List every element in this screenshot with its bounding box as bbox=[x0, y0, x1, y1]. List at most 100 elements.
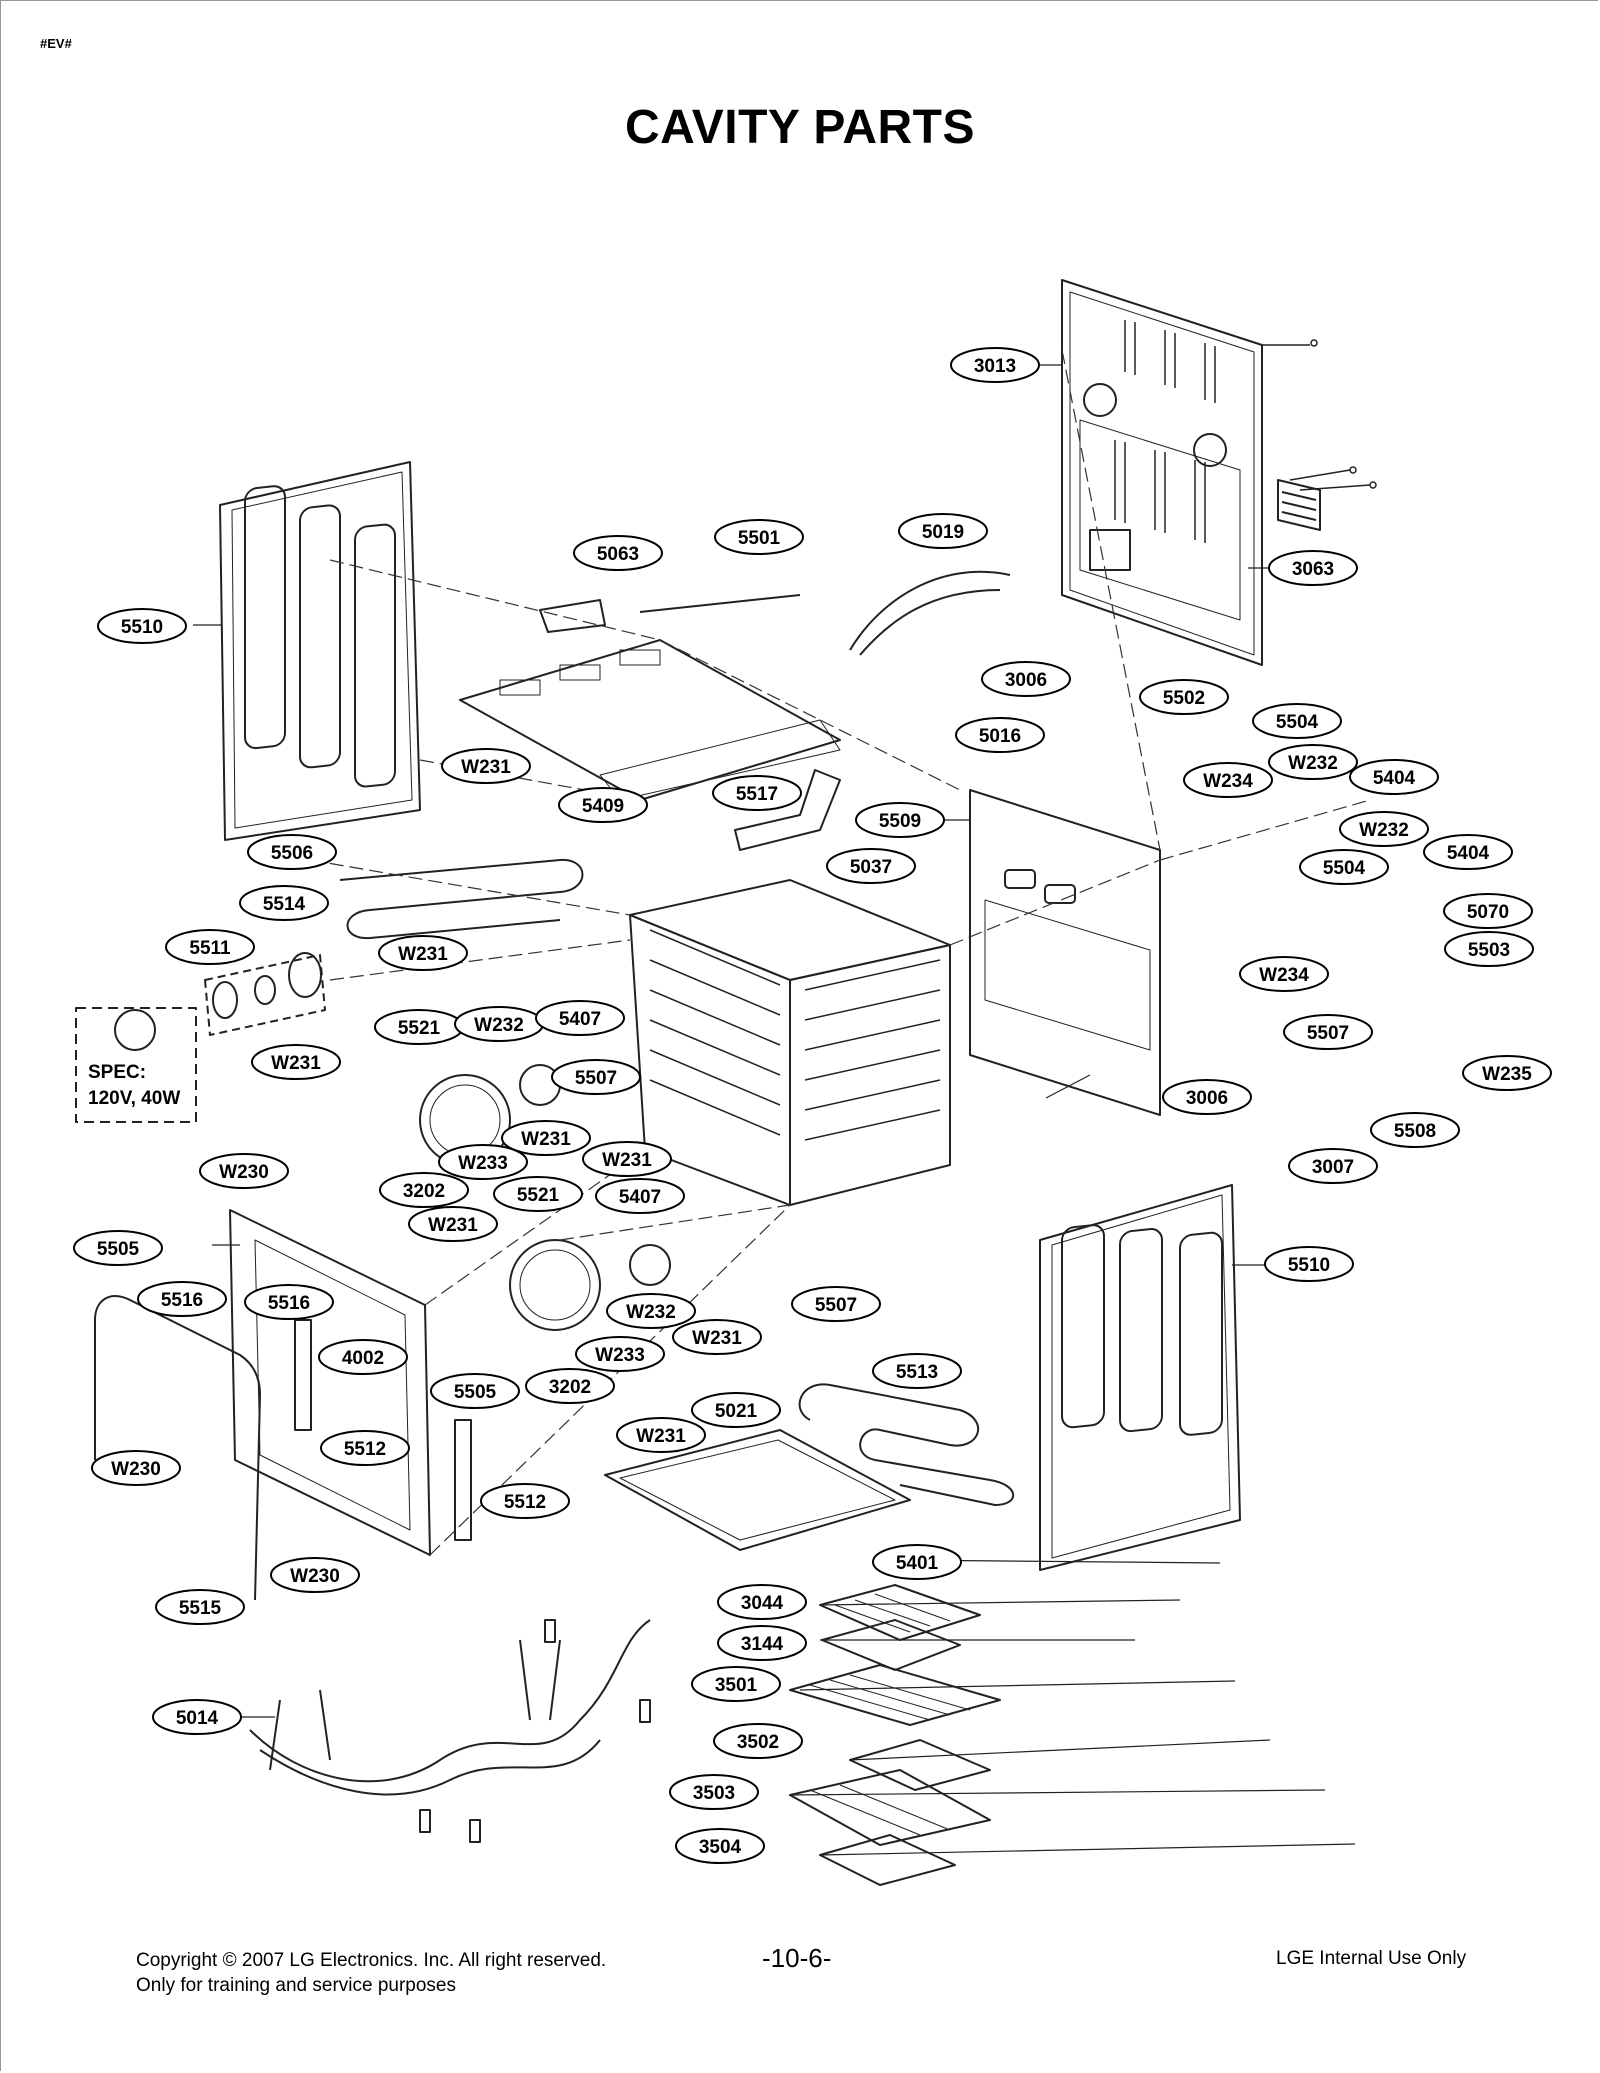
callout-bubble bbox=[616, 1417, 706, 1453]
callout-label: W234 bbox=[1259, 965, 1309, 986]
callout-bubble bbox=[606, 1293, 696, 1329]
callout-bubble bbox=[91, 1450, 181, 1486]
callout-label: 3044 bbox=[741, 1593, 784, 1614]
callout-w230: W230 bbox=[270, 1557, 360, 1593]
callout-5510: 5510 bbox=[97, 608, 187, 644]
callout-bubble bbox=[1162, 1079, 1252, 1115]
callout-bubble bbox=[137, 1281, 227, 1317]
spec-label: SPEC: 120V, 40W bbox=[88, 1060, 180, 1112]
callout-5037: 5037 bbox=[826, 848, 916, 884]
callout-bubble bbox=[1283, 1014, 1373, 1050]
document-tag: #EV# bbox=[40, 36, 72, 51]
callout-label: W230 bbox=[111, 1459, 161, 1480]
callout-label: 5502 bbox=[1163, 688, 1205, 709]
callout-label: 5516 bbox=[161, 1290, 203, 1311]
callout-5521: 5521 bbox=[374, 1009, 464, 1045]
callout-5502: 5502 bbox=[1139, 679, 1229, 715]
callout-w233: W233 bbox=[575, 1336, 665, 1372]
leader-lines bbox=[193, 364, 1356, 1856]
callout-bubble bbox=[1264, 1246, 1354, 1282]
callout-label: 3007 bbox=[1312, 1157, 1354, 1178]
callout-label: 5409 bbox=[582, 796, 624, 817]
callout-bubble bbox=[1239, 956, 1329, 992]
copyright-text: Copyright © 2007 LG Electronics. Inc. Al… bbox=[136, 1950, 607, 1971]
callout-label: W232 bbox=[1288, 753, 1338, 774]
callout-5505: 5505 bbox=[430, 1373, 520, 1409]
callout-label: 5070 bbox=[1467, 902, 1509, 923]
racks-drawing bbox=[789, 1664, 1001, 1886]
callout-w231: W231 bbox=[408, 1206, 498, 1242]
callout-w232: W232 bbox=[454, 1006, 544, 1042]
callout-bubble bbox=[1339, 811, 1429, 847]
callout-label: 5521 bbox=[398, 1018, 441, 1039]
callout-5512: 5512 bbox=[320, 1430, 410, 1466]
callout-label: 3503 bbox=[693, 1783, 735, 1804]
callout-bubble bbox=[595, 1178, 685, 1214]
callout-5509: 5509 bbox=[855, 802, 945, 838]
callout-bubble bbox=[1462, 1055, 1552, 1091]
callout-5505: 5505 bbox=[73, 1230, 163, 1266]
callout-bubble bbox=[1370, 1112, 1460, 1148]
callout-label: 3006 bbox=[1186, 1088, 1228, 1109]
callout-3044: 3044 bbox=[717, 1584, 807, 1620]
callout-bubble bbox=[480, 1483, 570, 1519]
callout-5404: 5404 bbox=[1349, 759, 1439, 795]
callout-bubble bbox=[898, 513, 988, 549]
callout-label: W233 bbox=[595, 1345, 645, 1366]
callout-5512: 5512 bbox=[480, 1483, 570, 1519]
callout-bubble bbox=[1252, 703, 1342, 739]
callout-label: 5512 bbox=[344, 1439, 386, 1460]
callout-5507: 5507 bbox=[791, 1286, 881, 1322]
spec-title: SPEC: bbox=[88, 1062, 147, 1083]
callout-w232: W232 bbox=[606, 1293, 696, 1329]
rear-panel-drawing bbox=[1061, 279, 1263, 666]
callout-5515: 5515 bbox=[155, 1589, 245, 1625]
callout-label: 5514 bbox=[263, 894, 306, 915]
callout-bubble bbox=[872, 1544, 962, 1580]
callout-5510: 5510 bbox=[1264, 1246, 1354, 1282]
callout-label: W231 bbox=[692, 1328, 742, 1349]
callout-label: W231 bbox=[602, 1150, 652, 1171]
callout-bubble bbox=[712, 775, 802, 811]
callout-label: W231 bbox=[398, 944, 448, 965]
callout-bubble bbox=[955, 717, 1045, 753]
callout-5401: 5401 bbox=[872, 1544, 962, 1580]
callout-label: 4002 bbox=[342, 1348, 384, 1369]
callout-label: 3502 bbox=[737, 1732, 779, 1753]
front-frame-drawing bbox=[229, 1209, 431, 1556]
callout-bubble bbox=[855, 802, 945, 838]
callout-label: 5404 bbox=[1373, 768, 1416, 789]
callout-5511: 5511 bbox=[165, 929, 255, 965]
callout-5504: 5504 bbox=[1299, 849, 1389, 885]
side-panel-left-drawing bbox=[219, 461, 421, 841]
callout-label: 5510 bbox=[121, 617, 163, 638]
callout-label: 5504 bbox=[1323, 858, 1366, 879]
callout-5409: 5409 bbox=[558, 787, 648, 823]
callout-bubble bbox=[1288, 1148, 1378, 1184]
callout-w231: W231 bbox=[441, 748, 531, 784]
element-5506-drawing bbox=[339, 858, 584, 940]
callout-bubble bbox=[244, 1284, 334, 1320]
callout-bubble bbox=[239, 885, 329, 921]
callout-5019: 5019 bbox=[898, 513, 988, 549]
callout-label: 5507 bbox=[1307, 1023, 1349, 1044]
bracket-5512-b-drawing bbox=[454, 1419, 472, 1541]
callout-5507: 5507 bbox=[551, 1059, 641, 1095]
callout-bubble bbox=[714, 519, 804, 555]
callout-bubble bbox=[97, 608, 187, 644]
callout-bubble bbox=[1349, 759, 1439, 795]
callout-w232: W232 bbox=[1339, 811, 1429, 847]
callout-label: W231 bbox=[461, 757, 511, 778]
callout-bubble bbox=[270, 1557, 360, 1593]
callout-3502: 3502 bbox=[713, 1723, 803, 1759]
callout-3504: 3504 bbox=[675, 1828, 765, 1864]
callout-bubble bbox=[717, 1625, 807, 1661]
callout-5504: 5504 bbox=[1252, 703, 1342, 739]
callout-label: 5401 bbox=[896, 1553, 939, 1574]
callout-5516: 5516 bbox=[137, 1281, 227, 1317]
callout-bubble bbox=[155, 1589, 245, 1625]
callout-bubble bbox=[165, 929, 255, 965]
callout-bubble bbox=[73, 1230, 163, 1266]
callout-bubble bbox=[950, 347, 1040, 383]
